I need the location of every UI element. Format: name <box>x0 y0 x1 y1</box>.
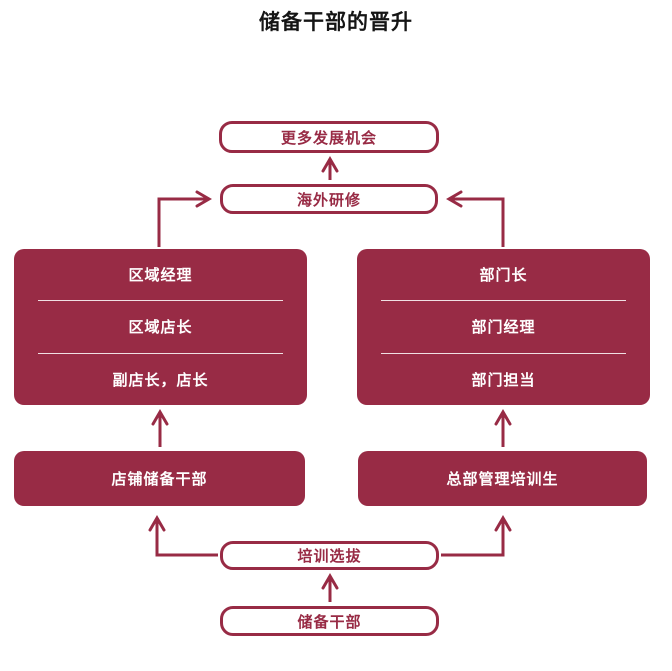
divider <box>381 300 626 302</box>
node-reserve-cadre-label: 储备干部 <box>297 613 362 631</box>
divider <box>38 352 283 354</box>
store-track-level-3: 副店长，店长 <box>112 371 209 389</box>
node-hq-trainee-label: 总部管理培训生 <box>446 471 559 488</box>
divider <box>38 300 283 302</box>
node-training-selection: 培训选拔 <box>220 541 439 570</box>
arrow-selection-to-hq-trainee <box>441 515 512 557</box>
arrow-selection-to-store-reserve <box>148 515 218 557</box>
node-training-selection-label: 培训选拔 <box>297 548 362 565</box>
store-track-level-2: 区域店长 <box>128 319 193 337</box>
diagram-title: 储备干部的晋升 <box>259 11 413 34</box>
node-overseas-training: 海外研修 <box>220 184 438 214</box>
node-overseas-training-label: 海外研修 <box>296 191 361 209</box>
node-more-opportunities: 更多发展机会 <box>219 121 439 153</box>
node-reserve-cadre: 储备干部 <box>220 606 439 636</box>
hq-track-level-2: 部门经理 <box>471 319 536 337</box>
divider <box>381 352 626 354</box>
node-hq-trainee: 总部管理培训生 <box>358 451 647 506</box>
node-store-reserve-label: 店铺储备干部 <box>111 471 208 488</box>
hq-track-level-1: 部门长 <box>479 267 528 285</box>
arrow-hq-track-to-overseas <box>446 190 505 247</box>
node-store-reserve: 店铺储备干部 <box>14 451 305 506</box>
node-more-opportunities-label: 更多发展机会 <box>280 129 377 147</box>
node-hq-track: 部门长 部门经理 部门担当 <box>357 249 650 405</box>
arrow-store-track-to-overseas <box>157 190 212 247</box>
hq-track-level-3: 部门担当 <box>471 371 536 389</box>
store-track-level-1: 区域经理 <box>128 267 193 285</box>
node-store-track: 区域经理 区域店长 副店长，店长 <box>14 249 307 405</box>
